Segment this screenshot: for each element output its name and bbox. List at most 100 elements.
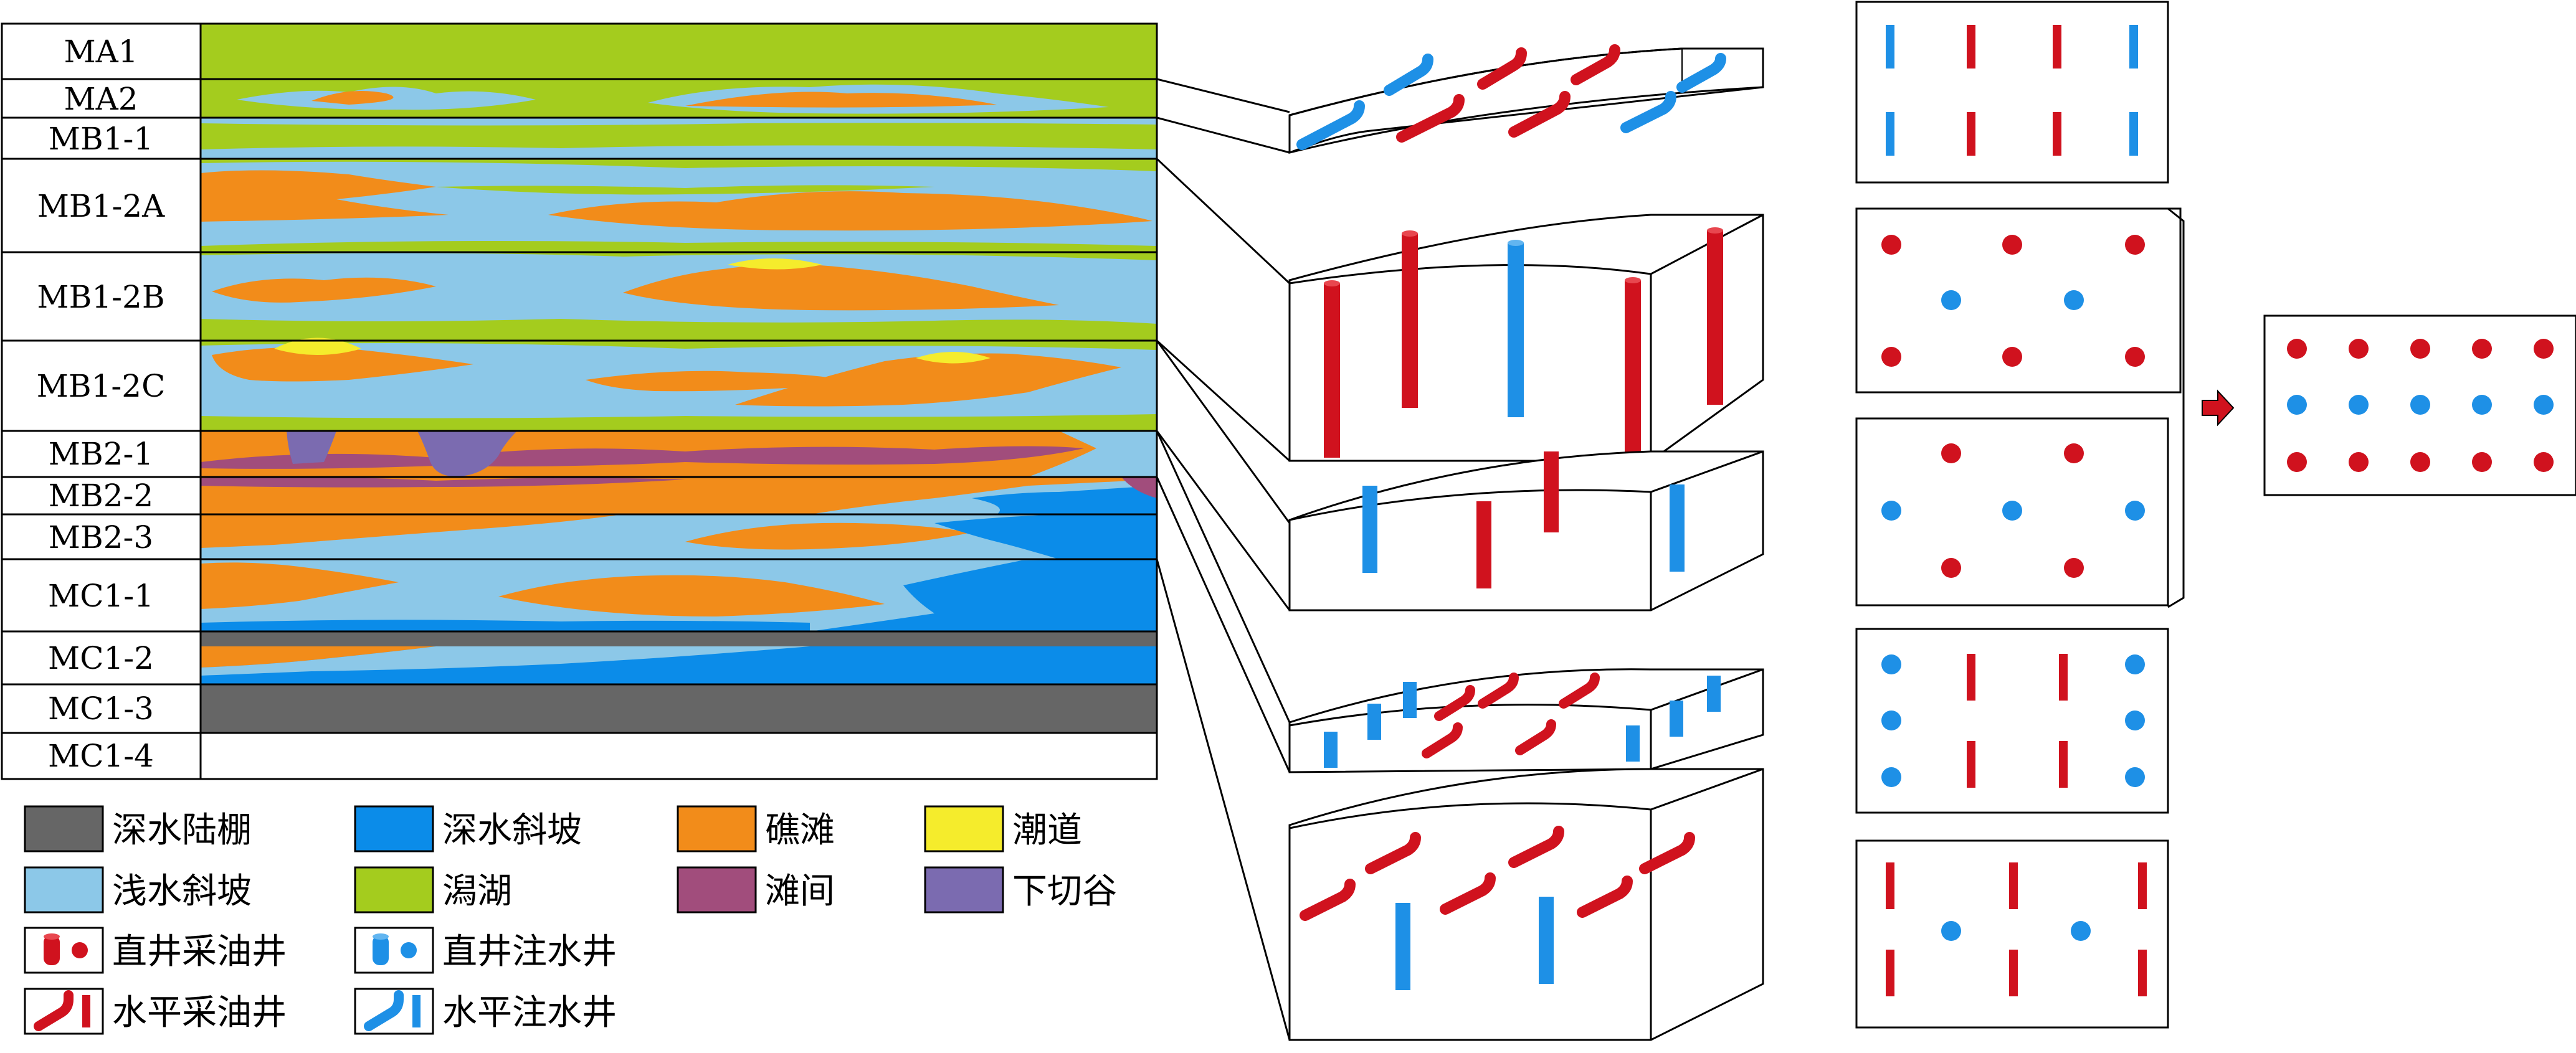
legend-swatch-inter-shoal <box>677 866 757 914</box>
facies-reef-shoal <box>548 191 1153 231</box>
producer-marker <box>2059 741 2068 788</box>
vertical-producer-well <box>1544 451 1559 532</box>
producer-marker <box>2472 339 2492 359</box>
legend-label: 礁滩 <box>765 810 835 851</box>
injector-marker <box>1886 112 1894 156</box>
facies-deep-slope <box>810 559 1157 631</box>
injector-marker <box>2064 290 2084 310</box>
legend-swatch-tidal-channel <box>924 805 1004 852</box>
injector-marker <box>1886 25 1894 68</box>
injector-marker <box>1881 654 1901 674</box>
layer-label: MC1-4 <box>48 738 154 774</box>
producer-marker <box>2472 452 2492 472</box>
well-pattern-5 <box>1855 839 2169 1029</box>
vertical-producer-well <box>1707 227 1723 405</box>
well-pattern-3 <box>1855 417 2169 607</box>
column-frame <box>1 22 1158 780</box>
block-ma2-mb1-1 <box>1288 44 1764 154</box>
injector-marker <box>2125 711 2145 730</box>
facies-reef-shoal <box>201 646 436 668</box>
facies-shallow-slope <box>201 145 1157 159</box>
well-pattern-2 <box>1855 207 2185 608</box>
vertical-producer-well <box>1625 277 1641 455</box>
injector-marker <box>2349 395 2369 415</box>
facies-shallow-slope <box>201 646 810 676</box>
well-pattern-1 <box>1855 1 2169 184</box>
horizontal-producer-well <box>1396 94 1465 143</box>
producer-marker <box>1886 862 1894 909</box>
vertical-injector-well <box>1367 704 1381 740</box>
vertical-producer-well <box>1402 230 1418 408</box>
vertical-injector-well <box>1395 903 1410 990</box>
producer-marker <box>1881 347 1901 367</box>
producer-marker <box>2349 452 2369 472</box>
facies-incised-valley <box>287 431 336 464</box>
vertical-injector-well <box>1508 240 1524 417</box>
legend-swatch-deep-shelf <box>24 805 104 852</box>
injector-marker <box>2002 501 2022 521</box>
facies-reef-shoal <box>586 371 860 392</box>
combined-well-pattern <box>2263 314 2576 496</box>
layer-label: MC1-1 <box>48 578 154 614</box>
horizontal-producer-well <box>1508 91 1571 138</box>
horizontal-producer-well <box>1508 826 1564 868</box>
horizontal-producer-well <box>1440 872 1496 915</box>
facies-tidal-channel <box>728 258 822 270</box>
injector-marker <box>2071 921 2091 941</box>
block-mc1-1 <box>1288 668 1764 773</box>
producer-marker <box>2002 347 2022 367</box>
layer-label: MC1-3 <box>48 691 154 727</box>
legend-swatch-lagoon <box>354 866 434 914</box>
facies-reef-shoal <box>212 347 473 382</box>
legend-swatch-incised-valley <box>924 866 1004 914</box>
vertical-injector-well <box>1324 732 1338 768</box>
injector-marker <box>1881 501 1901 521</box>
horizontal-producer-well <box>1639 832 1695 874</box>
facies-reef-shoal <box>498 575 885 616</box>
horizontal-injector-well <box>1620 91 1676 133</box>
producer-marker <box>1881 235 1901 255</box>
injector-marker <box>2129 112 2138 156</box>
facies-inter-shoal <box>1121 477 1157 498</box>
facies-reef-shoal <box>201 170 449 222</box>
stratigraphic-column <box>201 24 1157 779</box>
injector-marker <box>1881 711 1901 730</box>
horizontal-producer-well <box>1577 876 1633 918</box>
producer-marker <box>1941 443 1961 463</box>
horizontal-producer-well <box>1300 879 1356 921</box>
layer-label: MB2-2 <box>49 478 153 514</box>
horizontal-producer-well <box>1559 673 1600 709</box>
producer-marker <box>2287 339 2307 359</box>
legend-box-vertical-producer <box>24 927 104 974</box>
layer-label: MC1-2 <box>48 640 154 676</box>
layer-label: MB2-3 <box>49 519 153 555</box>
injector-marker <box>2129 25 2138 68</box>
horizontal-injector-icon <box>364 990 421 1031</box>
layer-label: MB1-2C <box>37 368 166 404</box>
producer-marker <box>2349 339 2369 359</box>
legend: 深水陆棚 深水斜坡 礁滩 潮道 浅水斜坡 潟湖 滩间 下切谷 直井采油井 直井注… <box>24 805 1117 1035</box>
facies-reef-shoal <box>623 264 1059 311</box>
right-arrow-icon <box>2202 389 2235 427</box>
facies-reef-shoal <box>212 277 436 303</box>
injector-marker <box>1941 921 1961 941</box>
producer-marker <box>2138 862 2147 909</box>
injector-marker <box>2410 395 2430 415</box>
producer-marker <box>2053 25 2061 68</box>
layer-label: MB1-1 <box>49 121 153 157</box>
vertical-producer-well <box>1324 280 1340 458</box>
legend-box-vertical-injector <box>354 927 434 974</box>
producer-marker <box>1967 112 1975 156</box>
legend-label: 下切谷 <box>1012 871 1117 912</box>
block-mc1-2 <box>1288 768 1764 1041</box>
legend-label: 水平采油井 <box>112 993 287 1033</box>
facies-tidal-channel <box>916 352 991 364</box>
producer-marker <box>2059 654 2068 701</box>
legend-label: 潟湖 <box>442 871 512 912</box>
legend-swatch-deep-slope <box>354 805 434 852</box>
horizontal-injector-well <box>1384 54 1433 96</box>
legend-label: 水平注水井 <box>442 993 617 1033</box>
horizontal-injector-well <box>1676 53 1726 93</box>
